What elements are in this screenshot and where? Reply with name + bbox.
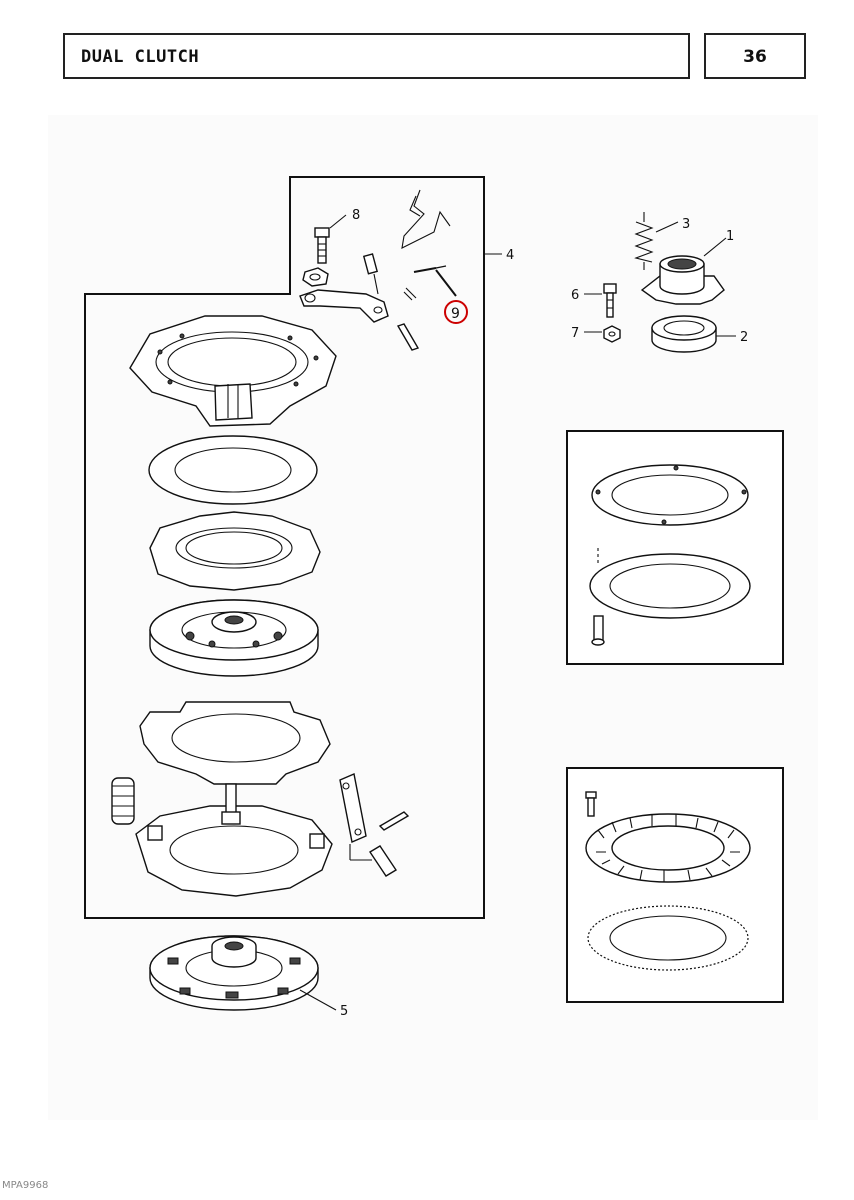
- leader-3: [655, 221, 679, 233]
- bearing-carrier-part-1: [640, 255, 725, 305]
- callout-6: 6: [571, 288, 579, 303]
- inset-box-rings: [566, 430, 784, 665]
- adjusting-link: [339, 773, 410, 877]
- driven-disc: [149, 599, 319, 677]
- callout-5: 5: [340, 1004, 348, 1019]
- title-box: DUAL CLUTCH: [63, 33, 690, 79]
- leader-5: [299, 989, 337, 1011]
- intermediate-plate: [149, 511, 321, 591]
- leader-8: [329, 214, 347, 229]
- page-title: DUAL CLUTCH: [81, 47, 200, 67]
- page-number-box: 36: [704, 33, 806, 79]
- nut-part-7: [603, 325, 621, 343]
- highlight-ring-9: [444, 300, 468, 324]
- bolt-part-6: [603, 283, 617, 318]
- friction-ring: [148, 435, 318, 505]
- page-number: 36: [743, 47, 767, 67]
- callout-4: 4: [506, 248, 514, 263]
- callout-3: 3: [682, 217, 690, 232]
- callout-8: 8: [352, 208, 360, 223]
- clutch-cover-housing: [129, 315, 337, 427]
- callout-1: 1: [726, 229, 734, 244]
- lugged-plate: [139, 701, 331, 785]
- spring-wire: [401, 189, 451, 249]
- clutch-disc-part-5: [149, 935, 319, 1011]
- callout-7: 7: [571, 326, 579, 341]
- inset-box-friction-disc: [566, 767, 784, 1003]
- pressure-springs: [111, 777, 135, 825]
- pressure-plate: [135, 783, 333, 897]
- callout-9: 9: [451, 306, 460, 322]
- bearing-part-2: [651, 315, 717, 353]
- document-code: MPA9968: [2, 1180, 49, 1191]
- bolt-part-8: [302, 227, 330, 287]
- callout-2: 2: [740, 330, 748, 345]
- leader-1: [703, 237, 727, 257]
- release-lever: [299, 253, 420, 351]
- pin-part-9: [413, 265, 457, 297]
- assembly-4-outline: [84, 176, 485, 919]
- spring-part-3: [634, 212, 654, 270]
